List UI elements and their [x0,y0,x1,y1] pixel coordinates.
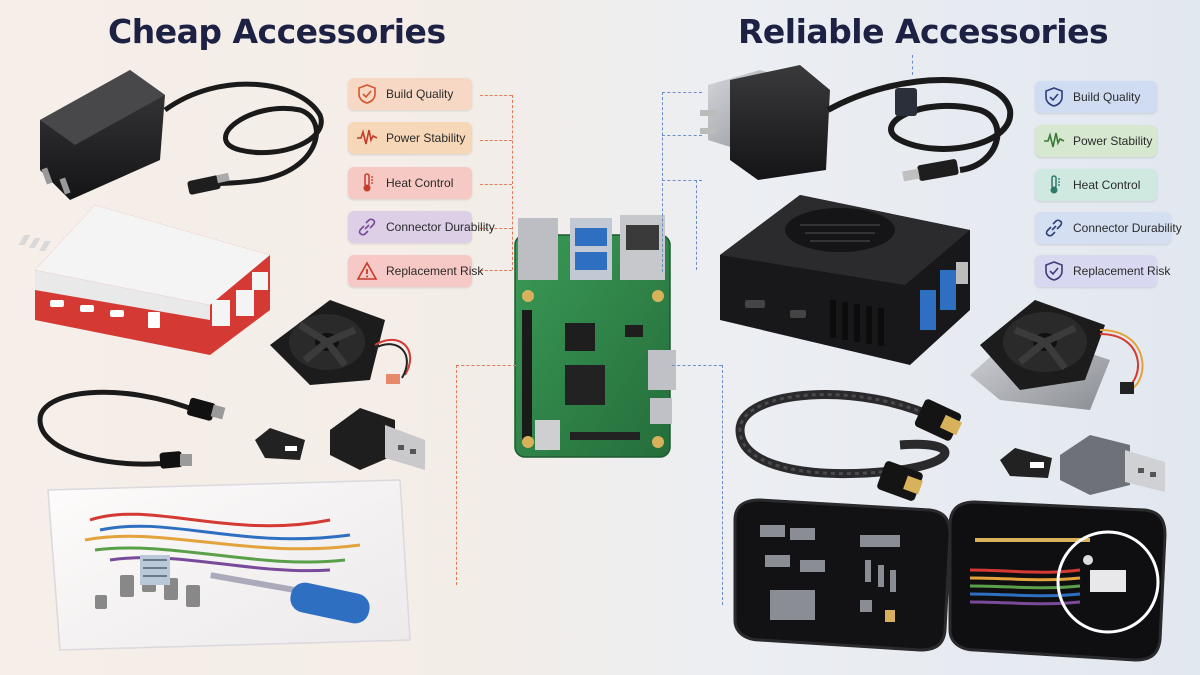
cheap-power-adapter [40,70,324,200]
reliable-tag-replacement-risk: Replacement Risk [1035,255,1170,287]
cheap-hdmi-cable [37,389,226,469]
reliable-tag-heat-control: Heat Control [1035,169,1157,201]
waveform-icon [357,129,378,145]
tag-label: Connector Durability [1073,221,1182,235]
chain-link-icon [358,218,376,236]
single-board-computer [514,215,676,458]
reliable-tag-power-stability: Power Stability [1035,125,1157,157]
warning-icon [356,261,378,280]
reliable-microsd [1000,448,1052,478]
cheap-tag-connector-durability: Connector Durability [348,211,495,243]
chain-link-icon [1045,219,1063,237]
cheap-parts-bag [47,479,411,651]
reliable-accessories-title: Reliable Accessories [738,12,1109,51]
shield-check-icon [1045,261,1063,281]
tag-label: Replacement Risk [386,264,484,278]
thermometer-icon [1050,175,1060,194]
tag-label: Replacement Risk [1073,264,1171,278]
cheap-tag-heat-control: Heat Control [348,167,472,199]
tag-label: Heat Control [1073,178,1141,192]
cheap-microsd [255,428,305,460]
shield-check-icon [1045,87,1063,107]
reliable-case [720,195,970,365]
tag-label: Build Quality [1073,90,1141,104]
tag-label: Heat Control [386,176,454,190]
tag-label: Build Quality [386,87,454,101]
reliable-zip-case [733,498,1167,662]
cheap-accessories-title: Cheap Accessories [108,12,446,51]
cheap-case [18,205,270,355]
cheap-fan [270,300,412,385]
cheap-tag-replacement-risk: Replacement Risk [348,255,483,287]
cheap-tag-power-stability: Power Stability [348,122,472,154]
tag-label: Connector Durability [386,220,495,234]
tag-label: Power Stability [1073,134,1153,148]
reliable-tag-build-quality: Build Quality [1035,81,1157,113]
tag-label: Power Stability [386,131,466,145]
cheap-usb-dongle [330,408,425,470]
reliable-usb-dongle [1060,435,1165,495]
thermometer-icon [363,173,373,192]
waveform-icon [1044,132,1065,148]
reliable-tag-connector-durability: Connector Durability [1035,212,1182,244]
shield-check-icon [358,84,376,104]
reliable-power-adapter [700,65,1014,182]
reliable-hdmi-cable [735,390,963,501]
cheap-tag-build-quality: Build Quality [348,78,472,110]
reliable-fan-heatsink [970,300,1144,410]
